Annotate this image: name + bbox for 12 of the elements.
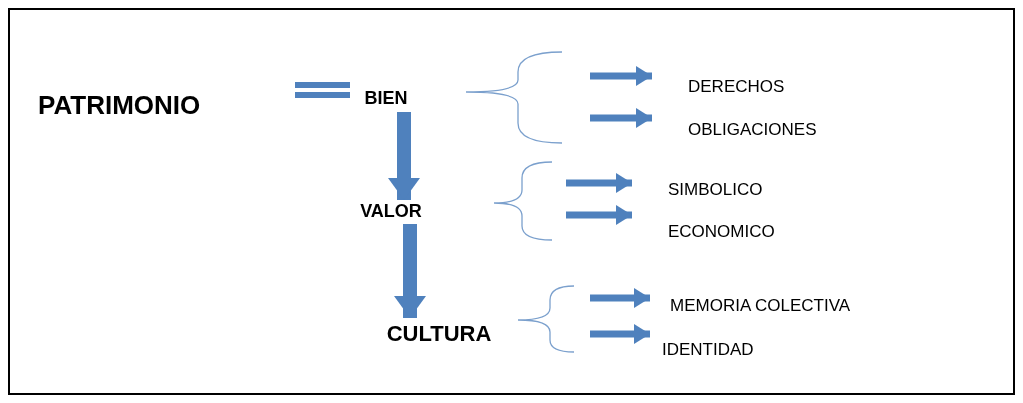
- node-label: VALOR: [360, 202, 422, 222]
- node-label: ECONOMICO: [668, 222, 775, 242]
- node-label: MEMORIA COLECTIVA: [670, 296, 851, 316]
- block-arrow: [388, 112, 420, 200]
- node-label: DERECHOS: [688, 77, 785, 97]
- node-label: SIMBOLICO: [668, 180, 763, 200]
- node-label: IDENTIDAD: [662, 340, 754, 360]
- node-label: BIEN: [364, 89, 408, 109]
- node-label: PATRIMONIO: [38, 90, 201, 120]
- node-label: CULTURA: [386, 321, 492, 347]
- block-arrow: [394, 224, 426, 318]
- node-label: OBLIGACIONES: [688, 120, 817, 140]
